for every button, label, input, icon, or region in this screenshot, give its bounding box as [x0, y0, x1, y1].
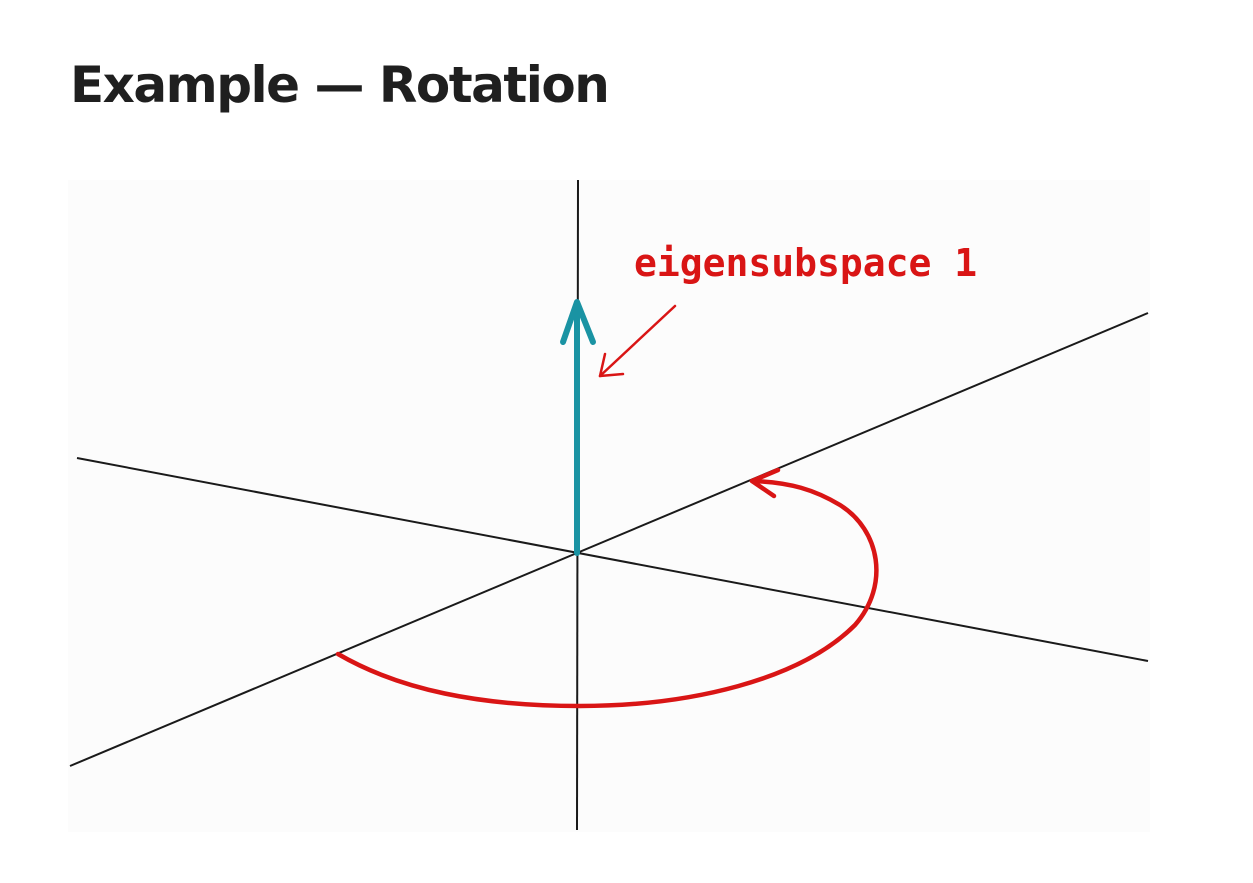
rotation-arc-arrowhead: [749, 467, 781, 499]
slide-title: Example — Rotation: [70, 56, 610, 114]
rotation-arc: [335, 467, 879, 709]
annotation-pointer-head: [598, 352, 625, 378]
rotation-arc-curve: [335, 478, 879, 709]
horizontal-axis-2: [69, 312, 1149, 767]
annotation-pointer: [598, 304, 677, 378]
annotation-pointer-line: [598, 304, 677, 378]
eigenvector-arrow: [560, 299, 596, 556]
figure-panel: [68, 180, 1150, 832]
eigenvector-arrowhead: [560, 299, 596, 345]
annotation-label: eigensubspace 1: [634, 241, 977, 285]
horizontal-axis-1: [76, 457, 1149, 662]
